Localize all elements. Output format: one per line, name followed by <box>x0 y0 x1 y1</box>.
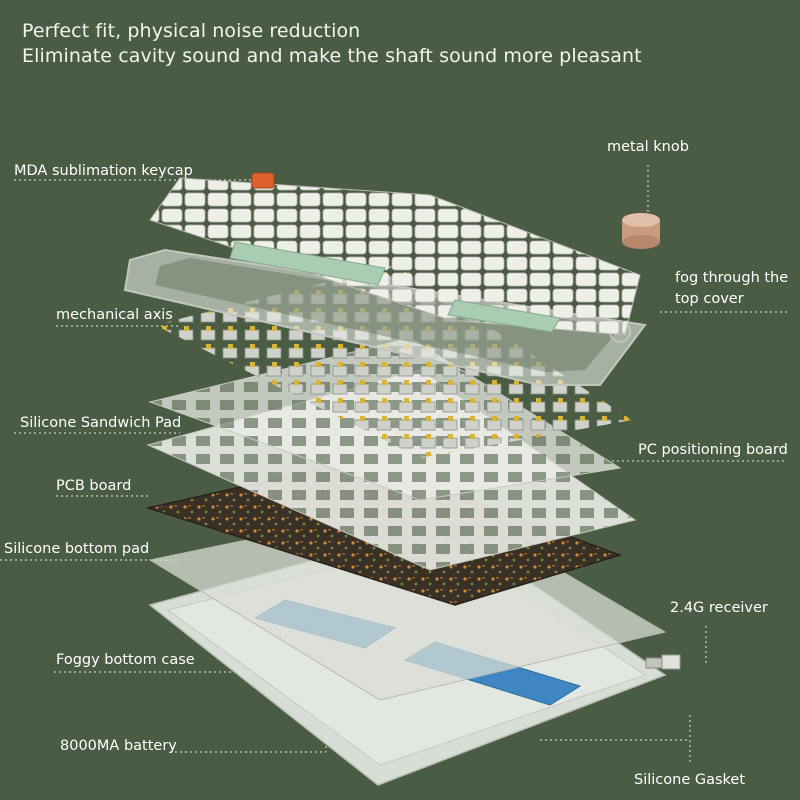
keycap-green-mods <box>447 299 561 333</box>
top-cover-frame <box>123 248 647 386</box>
label-gasket: Silicone Gasket <box>634 772 746 788</box>
keycap-set <box>149 177 641 336</box>
label-battery: 8000MA battery <box>60 738 177 754</box>
label-receiver: 2.4G receiver <box>670 600 768 616</box>
label-case: Foggy bottom case <box>56 652 195 668</box>
label-switch: mechanical axis <box>56 307 173 323</box>
label-top-cover-2: top cover <box>675 291 744 307</box>
headline-line-1: Perfect fit, physical noise reduction <box>22 20 361 42</box>
label-pcb: PCB board <box>56 478 132 494</box>
headline-line-2: Eliminate cavity sound and make the shaf… <box>22 45 642 67</box>
top-cover-opening <box>155 258 620 372</box>
label-top-cover-1: fog through the <box>675 270 789 286</box>
metal-knob <box>622 213 660 249</box>
label-sandwich: Silicone Sandwich Pad <box>20 415 182 431</box>
receiver-dongle <box>645 654 681 670</box>
label-keycap: MDA sublimation keycap <box>14 163 193 179</box>
label-knob: metal knob <box>607 139 689 155</box>
keycap-green-spacebar <box>229 241 386 286</box>
keycap-orange-esc <box>251 172 275 189</box>
label-bottom-pad: Silicone bottom pad <box>4 541 150 557</box>
label-plate: PC positioning board <box>638 442 788 458</box>
